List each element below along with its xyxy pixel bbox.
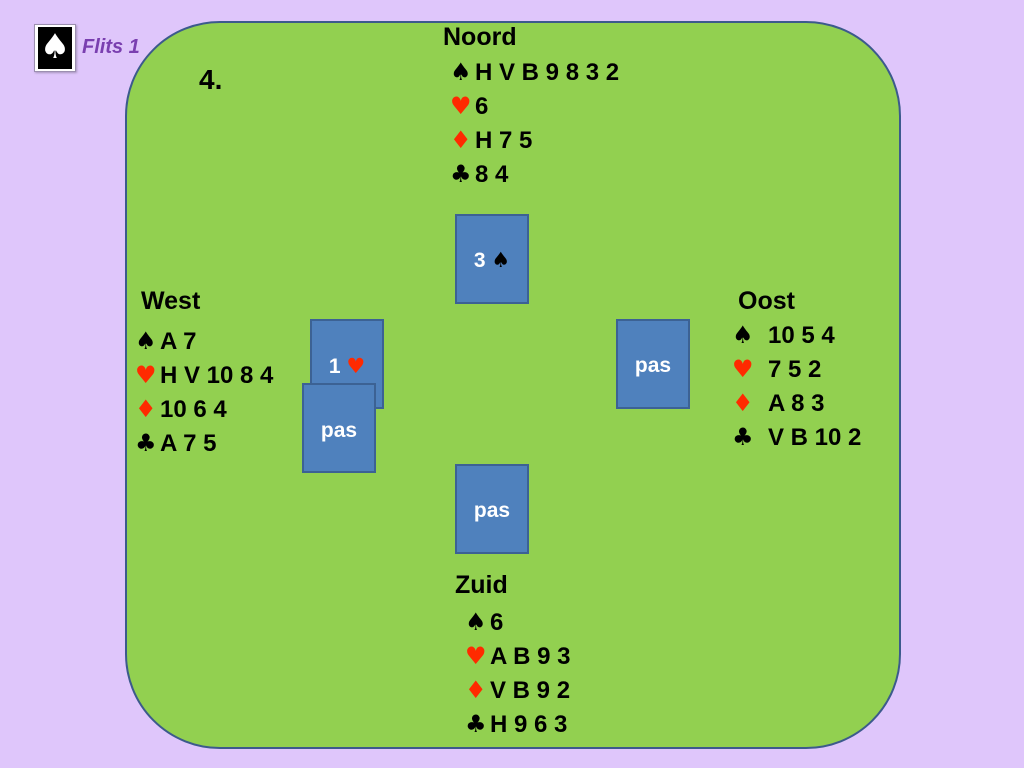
club-icon: ♣ bbox=[450, 160, 472, 188]
diamond-icon: ♦ bbox=[135, 395, 157, 423]
board-number: 4. bbox=[199, 64, 223, 95]
seat-name-west: West bbox=[141, 287, 201, 315]
bid-card-north: 3 ♠ bbox=[455, 214, 529, 304]
diamond-icon: ♦ bbox=[450, 126, 472, 154]
hand-south: ♠6 ♥A B 9 3 ♦V B 9 2 ♣H 9 6 3 bbox=[465, 605, 570, 741]
logo: ♠ bbox=[34, 24, 76, 72]
hand-south-clubs: ♣H 9 6 3 bbox=[465, 707, 570, 741]
hand-north-clubs: ♣8 4 bbox=[450, 157, 619, 191]
club-icon: ♣ bbox=[465, 710, 487, 738]
bridge-table bbox=[125, 21, 901, 749]
spade-icon: ♠ bbox=[732, 321, 754, 349]
bid-card-east: pas bbox=[616, 319, 690, 409]
hand-east-spades: ♠10 5 4 bbox=[732, 318, 861, 352]
seat-name-south: Zuid bbox=[455, 571, 508, 599]
hand-west-diamonds: ♦10 6 4 bbox=[135, 392, 273, 426]
club-icon: ♣ bbox=[732, 423, 754, 451]
spade-icon: ♠ bbox=[465, 608, 487, 636]
heart-icon: ♥ bbox=[465, 642, 487, 670]
spade-icon: ♠ bbox=[450, 58, 472, 86]
spade-icon: ♠ bbox=[491, 248, 511, 272]
heart-icon: ♥ bbox=[135, 361, 157, 389]
hand-south-hearts: ♥A B 9 3 bbox=[465, 639, 570, 673]
hand-west-hearts: ♥H V 10 8 4 bbox=[135, 358, 273, 392]
diamond-icon: ♦ bbox=[732, 389, 754, 417]
spade-icon: ♠ bbox=[135, 327, 157, 355]
hand-west-clubs: ♣A 7 5 bbox=[135, 426, 273, 460]
bid-card-south: pas bbox=[455, 464, 529, 554]
heart-icon: ♥ bbox=[346, 354, 366, 378]
slide-label: Flits 1 bbox=[82, 36, 140, 58]
hand-east-hearts: ♥7 5 2 bbox=[732, 352, 861, 386]
hand-north-diamonds: ♦H 7 5 bbox=[450, 123, 619, 157]
hand-east-diamonds: ♦A 8 3 bbox=[732, 386, 861, 420]
hand-west: ♠A 7 ♥H V 10 8 4 ♦10 6 4 ♣A 7 5 bbox=[135, 324, 273, 460]
seat-name-east: Oost bbox=[738, 287, 795, 315]
heart-icon: ♥ bbox=[450, 92, 472, 120]
hand-west-spades: ♠A 7 bbox=[135, 324, 273, 358]
hand-east: ♠10 5 4 ♥7 5 2 ♦A 8 3 ♣V B 10 2 bbox=[732, 318, 861, 454]
bid-card-west-second: pas bbox=[302, 383, 376, 473]
hand-north-spades: ♠H V B 9 8 3 2 bbox=[450, 55, 619, 89]
hand-south-spades: ♠6 bbox=[465, 605, 570, 639]
hand-south-diamonds: ♦V B 9 2 bbox=[465, 673, 570, 707]
diamond-icon: ♦ bbox=[465, 676, 487, 704]
seat-name-north: Noord bbox=[443, 23, 517, 51]
hand-east-clubs: ♣V B 10 2 bbox=[732, 420, 861, 454]
hand-north-hearts: ♥6 bbox=[450, 89, 619, 123]
spade-icon: ♠ bbox=[38, 27, 72, 69]
club-icon: ♣ bbox=[135, 429, 157, 457]
heart-icon: ♥ bbox=[732, 355, 754, 383]
hand-north: ♠H V B 9 8 3 2 ♥6 ♦H 7 5 ♣8 4 bbox=[450, 55, 619, 191]
